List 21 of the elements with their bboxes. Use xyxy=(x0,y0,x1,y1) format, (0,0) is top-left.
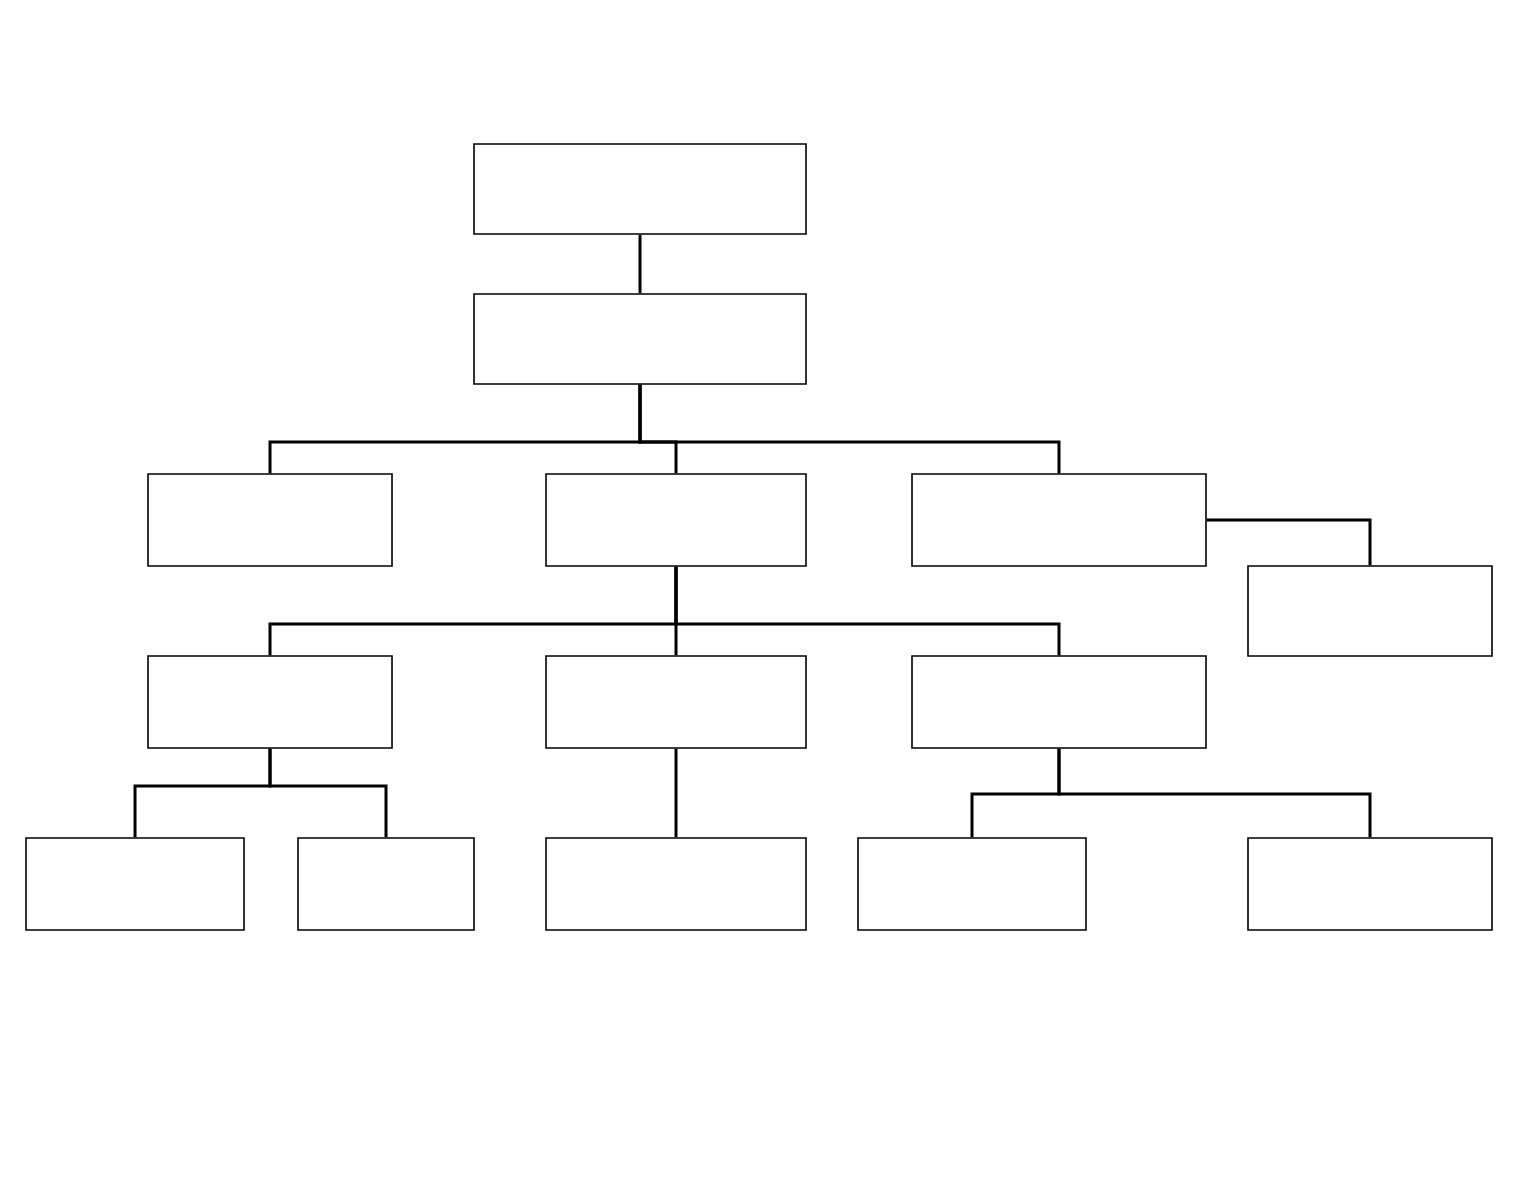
org-box xyxy=(25,837,245,931)
org-box xyxy=(297,837,475,931)
connector-line xyxy=(638,384,1061,474)
org-box xyxy=(147,655,393,749)
org-box xyxy=(545,473,807,567)
org-box xyxy=(1247,837,1493,931)
connector-line xyxy=(1206,518,1372,566)
org-box xyxy=(473,143,807,235)
connector-line xyxy=(674,748,678,838)
org-box xyxy=(1247,565,1493,657)
connector-line xyxy=(1057,748,1372,838)
connector-line xyxy=(674,566,1061,656)
org-box xyxy=(857,837,1087,931)
connector-line xyxy=(638,234,642,294)
org-box xyxy=(473,293,807,385)
connector-line xyxy=(268,748,388,838)
org-box xyxy=(147,473,393,567)
org-box xyxy=(545,837,807,931)
org-box xyxy=(911,473,1207,567)
org-box xyxy=(545,655,807,749)
org-box xyxy=(911,655,1207,749)
